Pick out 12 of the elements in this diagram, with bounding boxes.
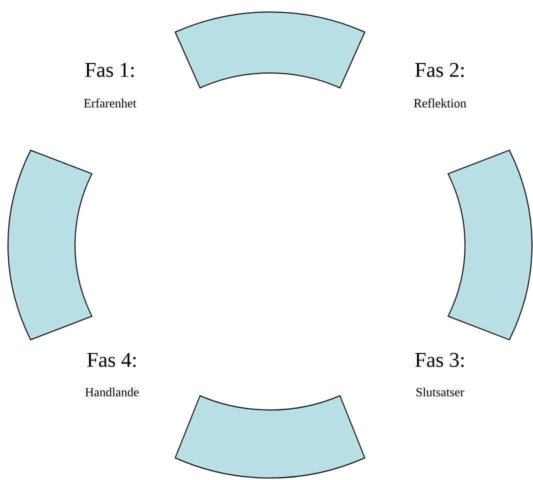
arc-segment [174, 12, 366, 88]
arc-segment [174, 395, 366, 478]
phase-name: Reflektion [414, 98, 466, 108]
phase-heading: Fas 4: [87, 352, 136, 368]
arc-segment [8, 150, 92, 340]
phase-heading: Fas 3: [415, 352, 464, 368]
phase-name: Erfarenhet [84, 98, 136, 108]
phase-name: Handlande [85, 388, 139, 396]
arc-segment [448, 150, 532, 340]
phase-name: Slutsatser [416, 388, 464, 396]
phase-heading: Fas 1: [85, 62, 134, 78]
phase-heading: Fas 2: [415, 62, 464, 78]
